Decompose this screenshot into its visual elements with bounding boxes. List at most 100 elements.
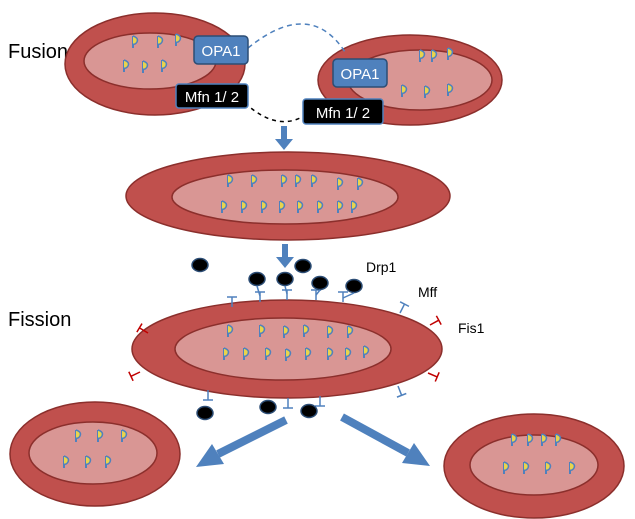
mitochondrion-fused <box>125 151 451 241</box>
arrow-fission-left <box>196 416 288 467</box>
mff-receptor <box>203 390 213 401</box>
crista-mark <box>227 324 234 337</box>
arrow-down-fusion <box>275 126 293 150</box>
crista-mark <box>105 455 112 468</box>
mitochondrion-daughter-left <box>9 401 181 507</box>
fis1-label: Fis1 <box>458 320 485 336</box>
crista-mark <box>123 59 130 72</box>
drp1-dot <box>311 275 329 291</box>
drp1-dot <box>259 399 277 415</box>
crista-mark <box>285 348 292 361</box>
drp1-label: Drp1 <box>366 259 397 275</box>
crista-mark <box>279 200 286 213</box>
crista-mark <box>317 200 324 213</box>
mff-receptor <box>283 398 293 409</box>
drp1-connector <box>342 292 355 299</box>
crista-mark <box>527 433 534 446</box>
drp1-dot <box>196 405 214 421</box>
mff-receptor <box>338 291 348 302</box>
crista-mark <box>221 200 228 213</box>
crista-mark <box>511 433 518 446</box>
crista-mark <box>175 33 182 46</box>
fis1-receptor <box>429 315 442 326</box>
mfn-box-right: Mfn 1/ 2 <box>302 98 384 125</box>
mfn-box-left: Mfn 1/ 2 <box>175 83 249 109</box>
crista-mark <box>337 177 344 190</box>
drp1-dot <box>300 403 318 419</box>
drp1-connector <box>315 289 321 296</box>
crista-mark <box>523 461 530 474</box>
crista-mark <box>357 177 364 190</box>
crista-mark <box>431 49 438 62</box>
mfn-left-text: Mfn 1/ 2 <box>185 89 239 106</box>
drp1-dot <box>294 258 312 274</box>
opa1-box-left: OPA1 <box>193 35 249 65</box>
crista-mark <box>142 60 149 73</box>
crista-mark <box>424 85 431 98</box>
opa1-box-right: OPA1 <box>332 58 388 88</box>
crista-mark <box>545 461 552 474</box>
fis1-receptors <box>128 315 442 382</box>
drp1-connector <box>284 285 288 295</box>
crista-mark <box>157 35 164 48</box>
crista-mark <box>305 347 312 360</box>
crista-mark <box>345 347 352 360</box>
crista-mark <box>161 59 168 72</box>
crista-mark <box>121 429 128 442</box>
crista-mark <box>311 174 318 187</box>
opa1-dashed-link <box>247 23 346 53</box>
crista-mark <box>327 325 334 338</box>
crista-mark <box>351 200 358 213</box>
mff-receptor <box>227 296 237 307</box>
crista-mark <box>447 47 454 60</box>
drp1-molecules <box>191 257 363 421</box>
mff-receptor <box>396 385 407 398</box>
crista-mark <box>132 35 139 48</box>
crista-mark <box>281 174 288 187</box>
fis1-receptor <box>427 371 440 382</box>
crista-mark <box>401 84 408 97</box>
fis1-receptor <box>136 323 149 334</box>
crista-mark <box>259 324 266 337</box>
crista-mark <box>265 347 272 360</box>
crista-mark <box>363 345 370 358</box>
crista-mark <box>223 347 230 360</box>
crista-mark <box>261 200 268 213</box>
drp1-dot <box>248 271 266 287</box>
crista-mark <box>295 174 302 187</box>
crista-mark <box>569 461 576 474</box>
crista-mark <box>303 324 310 337</box>
fis1-receptor <box>128 371 141 382</box>
crista-mark <box>241 200 248 213</box>
crista-mark <box>251 174 258 187</box>
crista-mark <box>555 433 562 446</box>
mff-label: Mff <box>418 284 437 300</box>
fission-label: Fission <box>8 309 71 331</box>
drp1-connector <box>256 285 261 297</box>
fusion-label: Fusion <box>8 41 68 63</box>
crista-mark <box>243 347 250 360</box>
drp1-dot <box>276 271 294 287</box>
crista-mark <box>347 325 354 338</box>
mfn-right-text: Mfn 1/ 2 <box>316 105 370 122</box>
crista-mark <box>327 347 334 360</box>
crista-mark <box>419 49 426 62</box>
drp1-dot <box>191 257 209 273</box>
mfn-dashed-link <box>244 102 311 123</box>
mff-receptor <box>315 396 325 407</box>
crista-mark <box>283 325 290 338</box>
arrow-fission-right <box>340 413 430 466</box>
crista-mark <box>541 433 548 446</box>
crista-mark <box>75 429 82 442</box>
crista-mark <box>85 455 92 468</box>
mitochondrion-daughter-right <box>443 413 625 519</box>
crista-mark <box>297 200 304 213</box>
crista-mark <box>447 83 454 96</box>
crista-mark <box>227 174 234 187</box>
arrow-down-to-fission <box>276 244 294 268</box>
crista-mark <box>97 429 104 442</box>
crista-mark <box>63 455 70 468</box>
opa1-left-text: OPA1 <box>202 43 241 60</box>
mff-receptor <box>399 301 410 314</box>
